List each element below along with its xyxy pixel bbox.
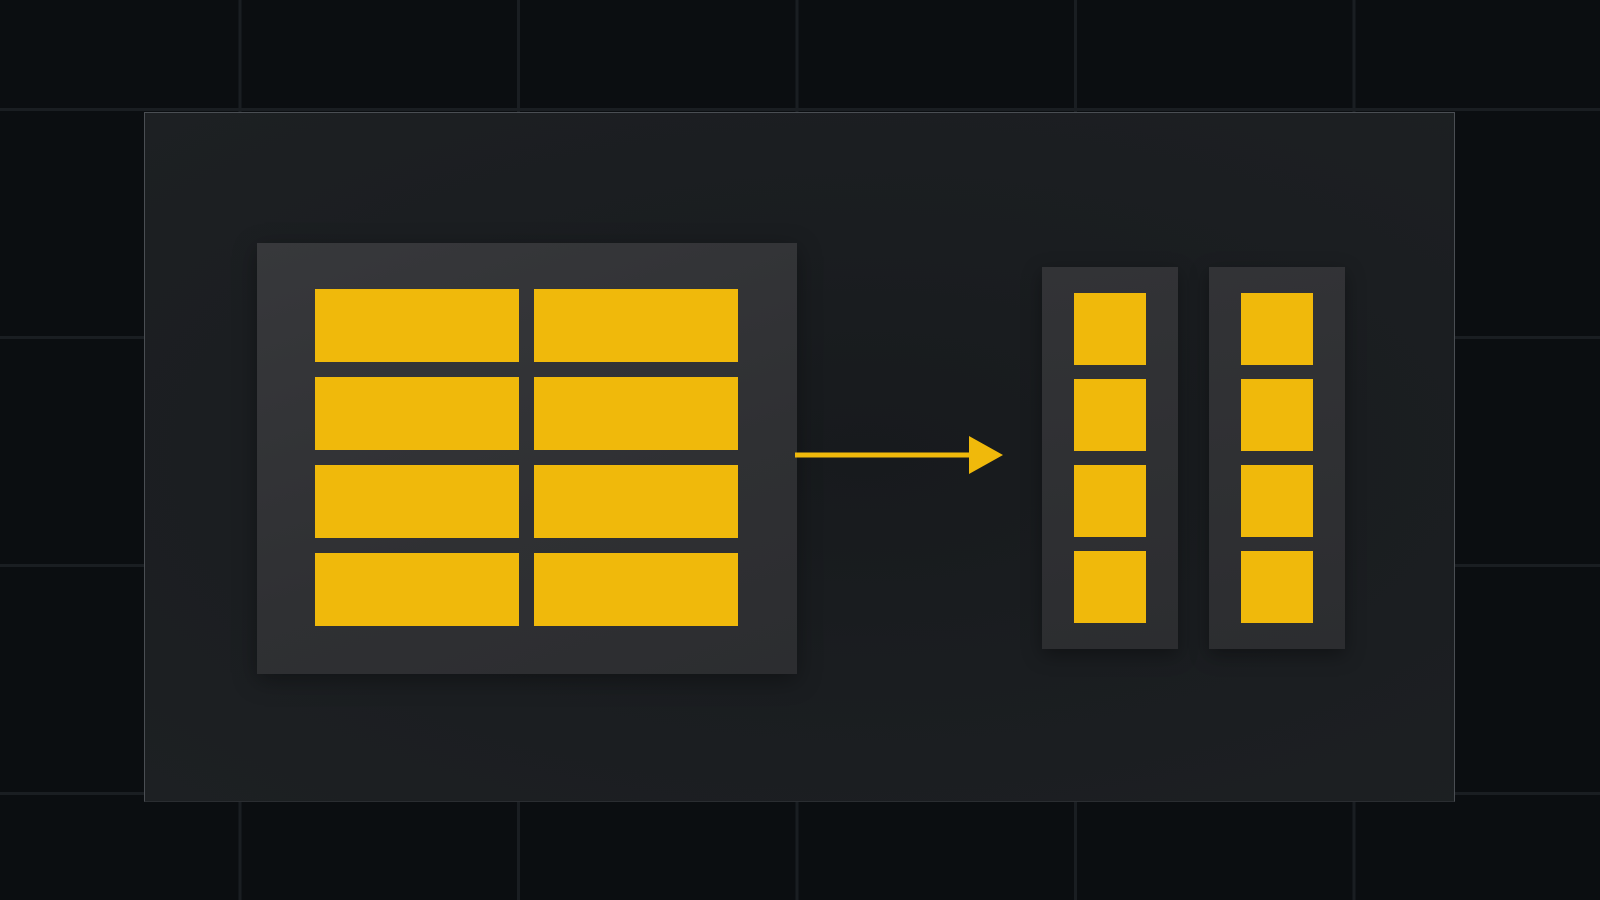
source-cell-r3-c2 <box>534 465 738 538</box>
source-cell-r3-c1 <box>315 465 519 538</box>
target-2-cell-1 <box>1241 293 1313 365</box>
diagram-panel <box>144 112 1455 802</box>
arrow-head <box>969 436 1003 474</box>
source-cell-grid <box>315 289 738 626</box>
target-1-cell-1 <box>1074 293 1146 365</box>
target-1-cell-3 <box>1074 465 1146 537</box>
source-cell-r2-c1 <box>315 377 519 450</box>
target-column-1-cells <box>1074 293 1146 623</box>
source-cell-r1-c1 <box>315 289 519 362</box>
source-cell-r4-c2 <box>534 553 738 626</box>
source-cell-r4-c1 <box>315 553 519 626</box>
target-column-block-2 <box>1209 267 1345 649</box>
target-1-cell-4 <box>1074 551 1146 623</box>
source-cell-r1-c2 <box>534 289 738 362</box>
target-1-cell-2 <box>1074 379 1146 451</box>
source-table-block <box>257 243 797 674</box>
target-2-cell-3 <box>1241 465 1313 537</box>
target-2-cell-4 <box>1241 551 1313 623</box>
transform-arrow-icon <box>795 436 1003 474</box>
target-column-block-1 <box>1042 267 1178 649</box>
target-column-2-cells <box>1241 293 1313 623</box>
target-2-cell-2 <box>1241 379 1313 451</box>
source-cell-r2-c2 <box>534 377 738 450</box>
